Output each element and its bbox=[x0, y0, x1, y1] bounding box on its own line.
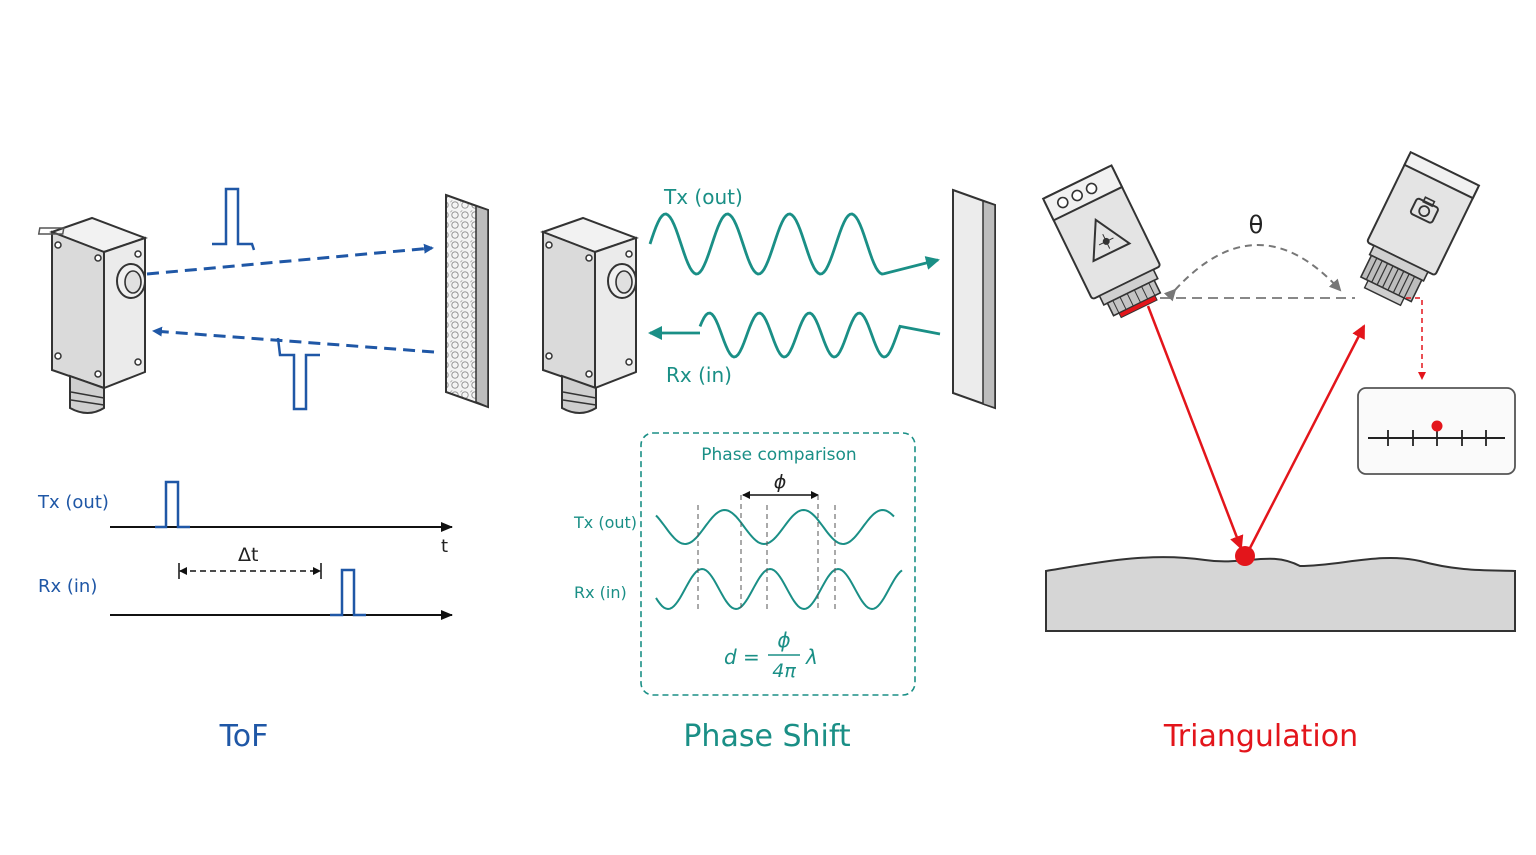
tof-tx-timing-pulse bbox=[155, 480, 190, 529]
tof-time-label: t bbox=[441, 536, 448, 557]
phase-rx-wave bbox=[698, 311, 941, 359]
triangulation-surface bbox=[1045, 556, 1516, 632]
phase-reference-lines bbox=[697, 495, 836, 612]
phase-formula-numerator: ϕ bbox=[777, 628, 790, 652]
tof-return-beam bbox=[152, 326, 435, 354]
phase-tx-wave bbox=[648, 212, 940, 276]
phase-formula: d = ϕ 4π λ bbox=[724, 628, 818, 682]
laser-spot bbox=[1235, 546, 1255, 566]
phase-rx-wave-label: Rx (in) bbox=[666, 363, 732, 387]
phase-sensor bbox=[540, 216, 639, 414]
camera-receiver bbox=[1359, 150, 1481, 307]
laser-emitter bbox=[1041, 164, 1162, 319]
tof-target-foam bbox=[445, 193, 489, 409]
phase-title: Phase Shift bbox=[683, 719, 851, 754]
tof-tx-pulse-icon bbox=[212, 187, 256, 251]
phase-box-rx-label: Rx (in) bbox=[574, 583, 627, 602]
triangulation-title: Triangulation bbox=[1163, 719, 1358, 754]
reflected-beam bbox=[1248, 324, 1366, 549]
laser-beam bbox=[1146, 305, 1244, 550]
position-detector-readout bbox=[1357, 387, 1516, 475]
tof-tx-label: Tx (out) bbox=[37, 492, 109, 513]
triangulation-angle-label: θ bbox=[1249, 211, 1264, 239]
phase-box-title: Phase comparison bbox=[701, 445, 856, 465]
tof-sensor bbox=[37, 216, 148, 414]
detector-position-marker bbox=[1431, 420, 1443, 432]
phase-box-rx-wave bbox=[655, 567, 903, 611]
laser-icon bbox=[1092, 217, 1132, 263]
camera-icon bbox=[1409, 196, 1439, 224]
tof-outgoing-beam bbox=[146, 243, 434, 276]
phase-formula-lhs: d = bbox=[724, 645, 760, 669]
detector-leader bbox=[1406, 297, 1426, 380]
phase-formula-denominator: 4π bbox=[772, 660, 796, 682]
phase-box-tx-label: Tx (out) bbox=[573, 513, 637, 532]
phase-target-panel bbox=[952, 188, 996, 410]
phase-formula-rhs: λ bbox=[805, 645, 818, 669]
tof-rx-pulse-icon bbox=[276, 337, 320, 411]
phase-comparison-box bbox=[640, 432, 916, 696]
triangulation-angle-arc bbox=[1163, 244, 1342, 302]
phase-phi-label: ϕ bbox=[774, 471, 787, 493]
phase-tx-wave-label: Tx (out) bbox=[663, 185, 743, 209]
tof-title: ToF bbox=[219, 719, 269, 754]
tof-delta-label: Δt bbox=[238, 544, 258, 566]
tof-rx-timing-pulse bbox=[330, 568, 366, 617]
phase-box-tx-wave bbox=[655, 508, 895, 546]
tof-rx-label: Rx (in) bbox=[38, 576, 97, 597]
